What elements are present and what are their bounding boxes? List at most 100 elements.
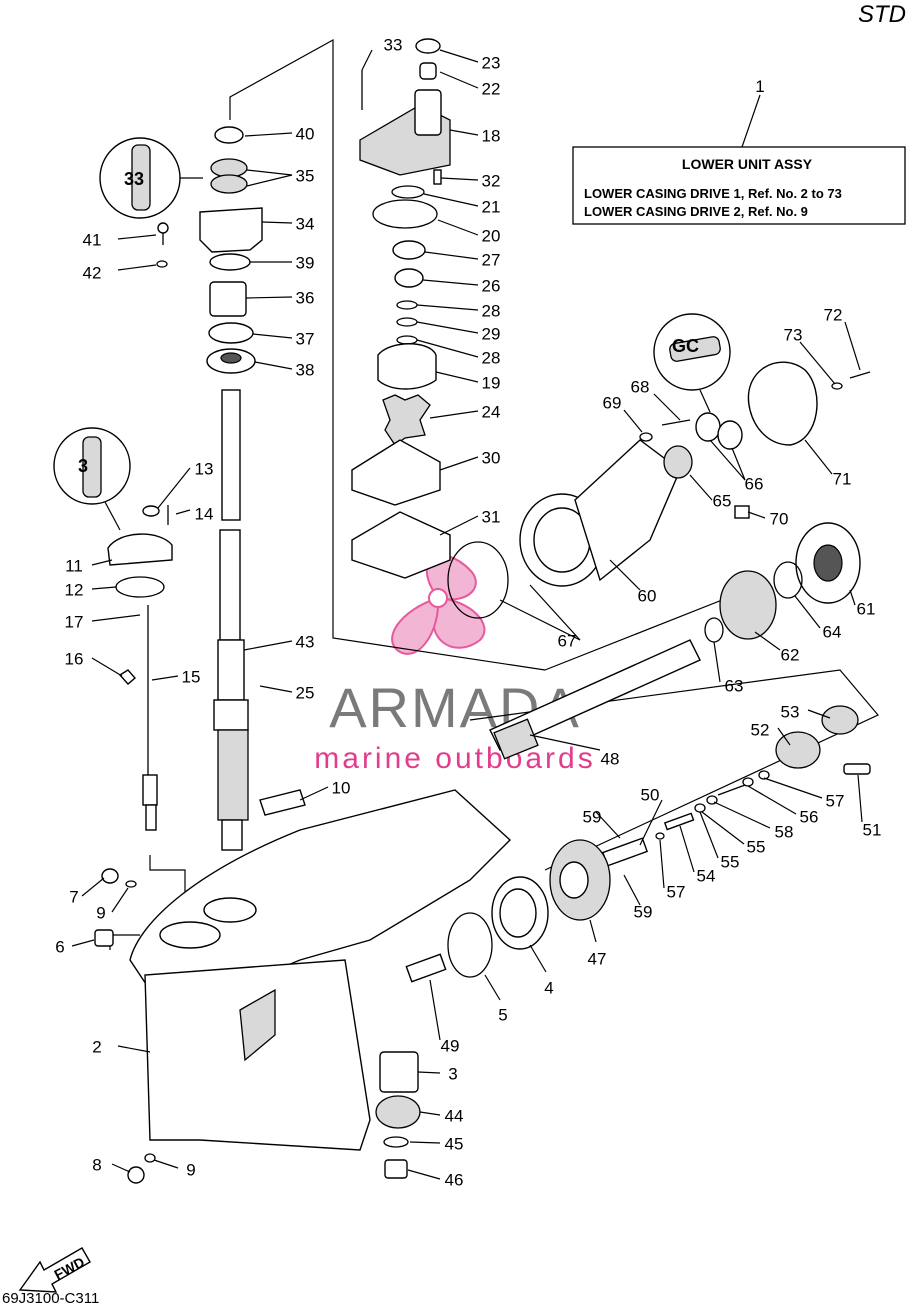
callout-53: 53 [781,702,800,721]
callout-28: 28 [482,348,501,367]
callout-49: 49 [441,1036,460,1055]
callout-58: 58 [775,822,794,841]
callout-32: 32 [482,171,501,190]
callout-34: 34 [296,214,315,233]
callout-66: 66 [745,474,764,493]
callout-41: 41 [83,230,102,249]
watermark-tagline: marine outboards [314,742,595,775]
callout-57: 57 [667,882,686,901]
assy-ref: 1 [755,77,764,96]
callout-28: 28 [482,301,501,320]
callout-48: 48 [601,749,620,768]
callout-68: 68 [631,377,650,396]
callout-18: 18 [482,126,501,145]
callout-16: 16 [65,649,84,668]
callout-67: 67 [558,631,577,650]
callout-50: 50 [641,785,660,804]
callout-21: 21 [482,197,501,216]
callout-26: 26 [482,276,501,295]
callout-43: 43 [296,632,315,651]
callout-3: 3 [448,1064,457,1083]
callout-10: 10 [332,778,351,797]
detail-callout-circles: 33 3 GC [53,137,731,531]
callout-62: 62 [781,645,800,664]
callout-47: 47 [588,949,607,968]
callout-9: 9 [96,903,105,922]
water-pump-parts [351,38,451,579]
callout-73: 73 [784,325,803,344]
callout-25: 25 [296,683,315,702]
bearing-stack [199,126,263,374]
callout-44: 44 [445,1106,464,1125]
leader-lines [71,49,863,1180]
callout-56: 56 [800,807,819,826]
callout-33: 33 [384,35,403,54]
callout-65: 65 [713,491,732,510]
bottom-parts [94,868,421,1184]
callout-46: 46 [445,1170,464,1189]
callout-64: 64 [823,622,842,641]
callout-11: 11 [65,556,83,575]
callout-69: 69 [603,393,622,412]
callout-63: 63 [725,676,744,695]
callout-12: 12 [65,580,84,599]
shift-rod-15 [142,620,158,831]
callout-24: 24 [482,402,501,421]
callout-23: 23 [482,53,501,72]
callout-39: 39 [296,253,315,272]
callout-57: 57 [826,791,845,810]
callout-14: 14 [195,504,214,523]
callout-51: 51 [863,820,882,839]
callout-20: 20 [482,226,501,245]
callout-40: 40 [296,124,315,143]
svg-text:33: 33 [124,169,144,189]
callout-36: 36 [296,288,315,307]
callout-4: 4 [544,978,553,997]
callout-9: 9 [186,1160,195,1179]
prop-shaft-housing [447,361,871,619]
callout-22: 22 [482,79,501,98]
callout-71: 71 [833,469,852,488]
callout-42: 42 [83,263,102,282]
callout-61: 61 [857,599,876,618]
watermark-logo [391,554,486,655]
assy-title: LOWER UNIT ASSY [682,156,813,172]
callout-37: 37 [296,329,315,348]
assy-line1: LOWER CASING DRIVE 1, Ref. No. 2 to 73 [584,186,842,201]
callout-6: 6 [55,937,64,956]
callout-45: 45 [445,1134,464,1153]
callout-52: 52 [751,720,770,739]
drive-shaft-43 [213,389,249,851]
callout-15: 15 [182,667,201,686]
callout-19: 19 [482,373,501,392]
callout-59: 59 [583,807,602,826]
assy-box: 1 LOWER UNIT ASSY LOWER CASING DRIVE 1, … [572,77,906,225]
callout-31: 31 [482,507,501,526]
callout-38: 38 [296,360,315,379]
variant-label: STD [858,1,906,28]
callout-7: 7 [69,887,78,906]
callout-17: 17 [65,612,84,631]
callout-30: 30 [482,448,501,467]
drawing-code: 69J3100-C311 [2,1290,99,1307]
callout-35: 35 [296,166,315,185]
callout-5: 5 [498,1005,507,1024]
callout-59: 59 [634,902,653,921]
callout-54: 54 [697,866,716,885]
callout-55: 55 [721,852,740,871]
assy-line2: LOWER CASING DRIVE 2, Ref. No. 9 [584,204,808,219]
callout-8: 8 [92,1155,101,1174]
callout-60: 60 [638,586,657,605]
callout-27: 27 [482,250,501,269]
callout-55: 55 [747,837,766,856]
gears-bearings [405,522,871,983]
fwd-arrow: FWD [18,1247,91,1293]
callout-13: 13 [195,459,214,478]
lower-casing-2 [129,789,512,1151]
callout-72: 72 [824,305,843,324]
svg-text:3: 3 [78,456,88,476]
svg-text:GC: GC [672,336,699,356]
